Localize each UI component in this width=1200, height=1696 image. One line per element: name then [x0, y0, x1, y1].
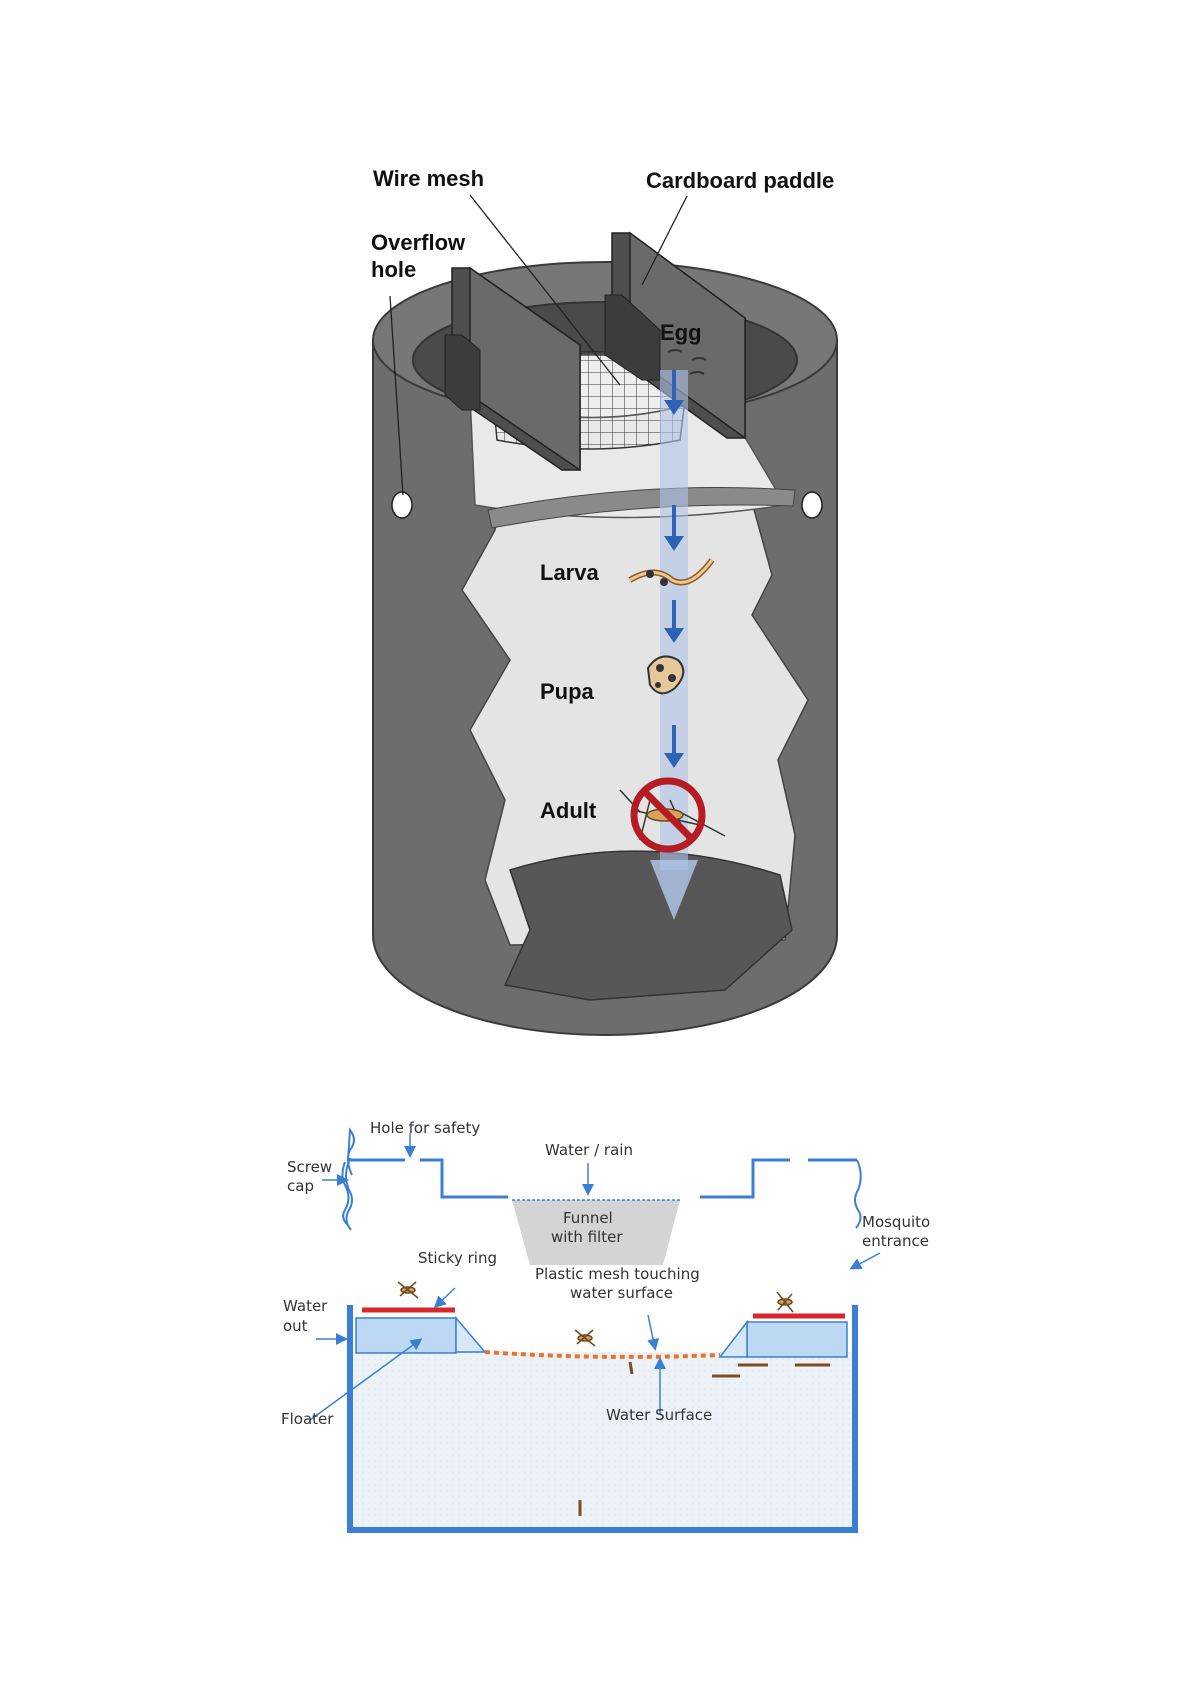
water-body — [350, 1352, 855, 1530]
cap-right-edge — [854, 1159, 862, 1229]
ovitrap-diagram: Wire mesh Cardboard paddle Overflow hole… — [371, 166, 838, 1036]
larva-icons — [578, 1361, 830, 1516]
overflow-hole-left — [391, 491, 413, 519]
funnel-with-filter — [512, 1200, 680, 1265]
label-sticky-ring: Sticky ring — [418, 1249, 497, 1267]
label-screw-cap-line2: cap — [287, 1177, 314, 1195]
overflow-hole-right — [801, 491, 823, 519]
floating-trap-diagram: Hole for safety Water / rain Screw cap F… — [281, 1119, 930, 1533]
leader-lines-top — [389, 194, 688, 496]
pupa-icon — [646, 655, 685, 695]
cardboard-paddle-left — [444, 266, 581, 472]
plastic-mesh — [484, 1350, 721, 1359]
larva-icon — [628, 558, 715, 586]
label-cardboard-paddle: Cardboard paddle — [646, 168, 834, 193]
container-bottom — [503, 850, 793, 1001]
floater-right — [718, 1319, 848, 1358]
label-water-surface: Water Surface — [606, 1406, 712, 1424]
label-plastic-mesh-line1: Plastic mesh touching — [535, 1265, 700, 1283]
cap-right-profile — [700, 1158, 857, 1199]
cap-left-profile — [348, 1158, 508, 1199]
label-screw-cap-line1: Screw — [287, 1158, 332, 1176]
floater-left — [355, 1315, 487, 1354]
label-pupa: Pupa — [540, 679, 595, 704]
label-mosquito-entrance-line1: Mosquito — [862, 1213, 930, 1231]
leader-arrows-bottom — [309, 1133, 881, 1421]
label-water-out-line2: out — [283, 1317, 308, 1335]
label-larva: Larva — [540, 560, 599, 585]
label-mosquito-entrance-line2: entrance — [862, 1232, 929, 1250]
lifecycle-big-arrow — [650, 860, 698, 920]
label-wire-mesh: Wire mesh — [373, 166, 484, 191]
label-overflow-hole-line1: Overflow — [371, 230, 466, 255]
mosquito-icons — [397, 1281, 794, 1347]
label-water-rain: Water / rain — [545, 1141, 633, 1159]
label-overflow-hole-line2: hole — [371, 257, 416, 282]
label-water-out-line1: Water — [283, 1297, 328, 1315]
label-funnel-line1: Funnel — [563, 1209, 613, 1227]
lifecycle-arrows — [664, 370, 684, 768]
label-floater: Floater — [281, 1410, 334, 1428]
prohibit-sign-icon — [630, 777, 706, 853]
cardboard-paddle-right — [604, 231, 746, 440]
label-funnel-line2: with filter — [551, 1228, 623, 1246]
label-plastic-mesh-line2: water surface — [570, 1284, 673, 1302]
label-egg: Egg — [660, 320, 702, 345]
container-outline — [347, 1305, 858, 1533]
eggs-icon — [667, 349, 707, 375]
inner-cup-ring — [487, 487, 796, 529]
label-adult: Adult — [540, 798, 597, 823]
label-hole-for-safety: Hole for safety — [370, 1119, 480, 1137]
